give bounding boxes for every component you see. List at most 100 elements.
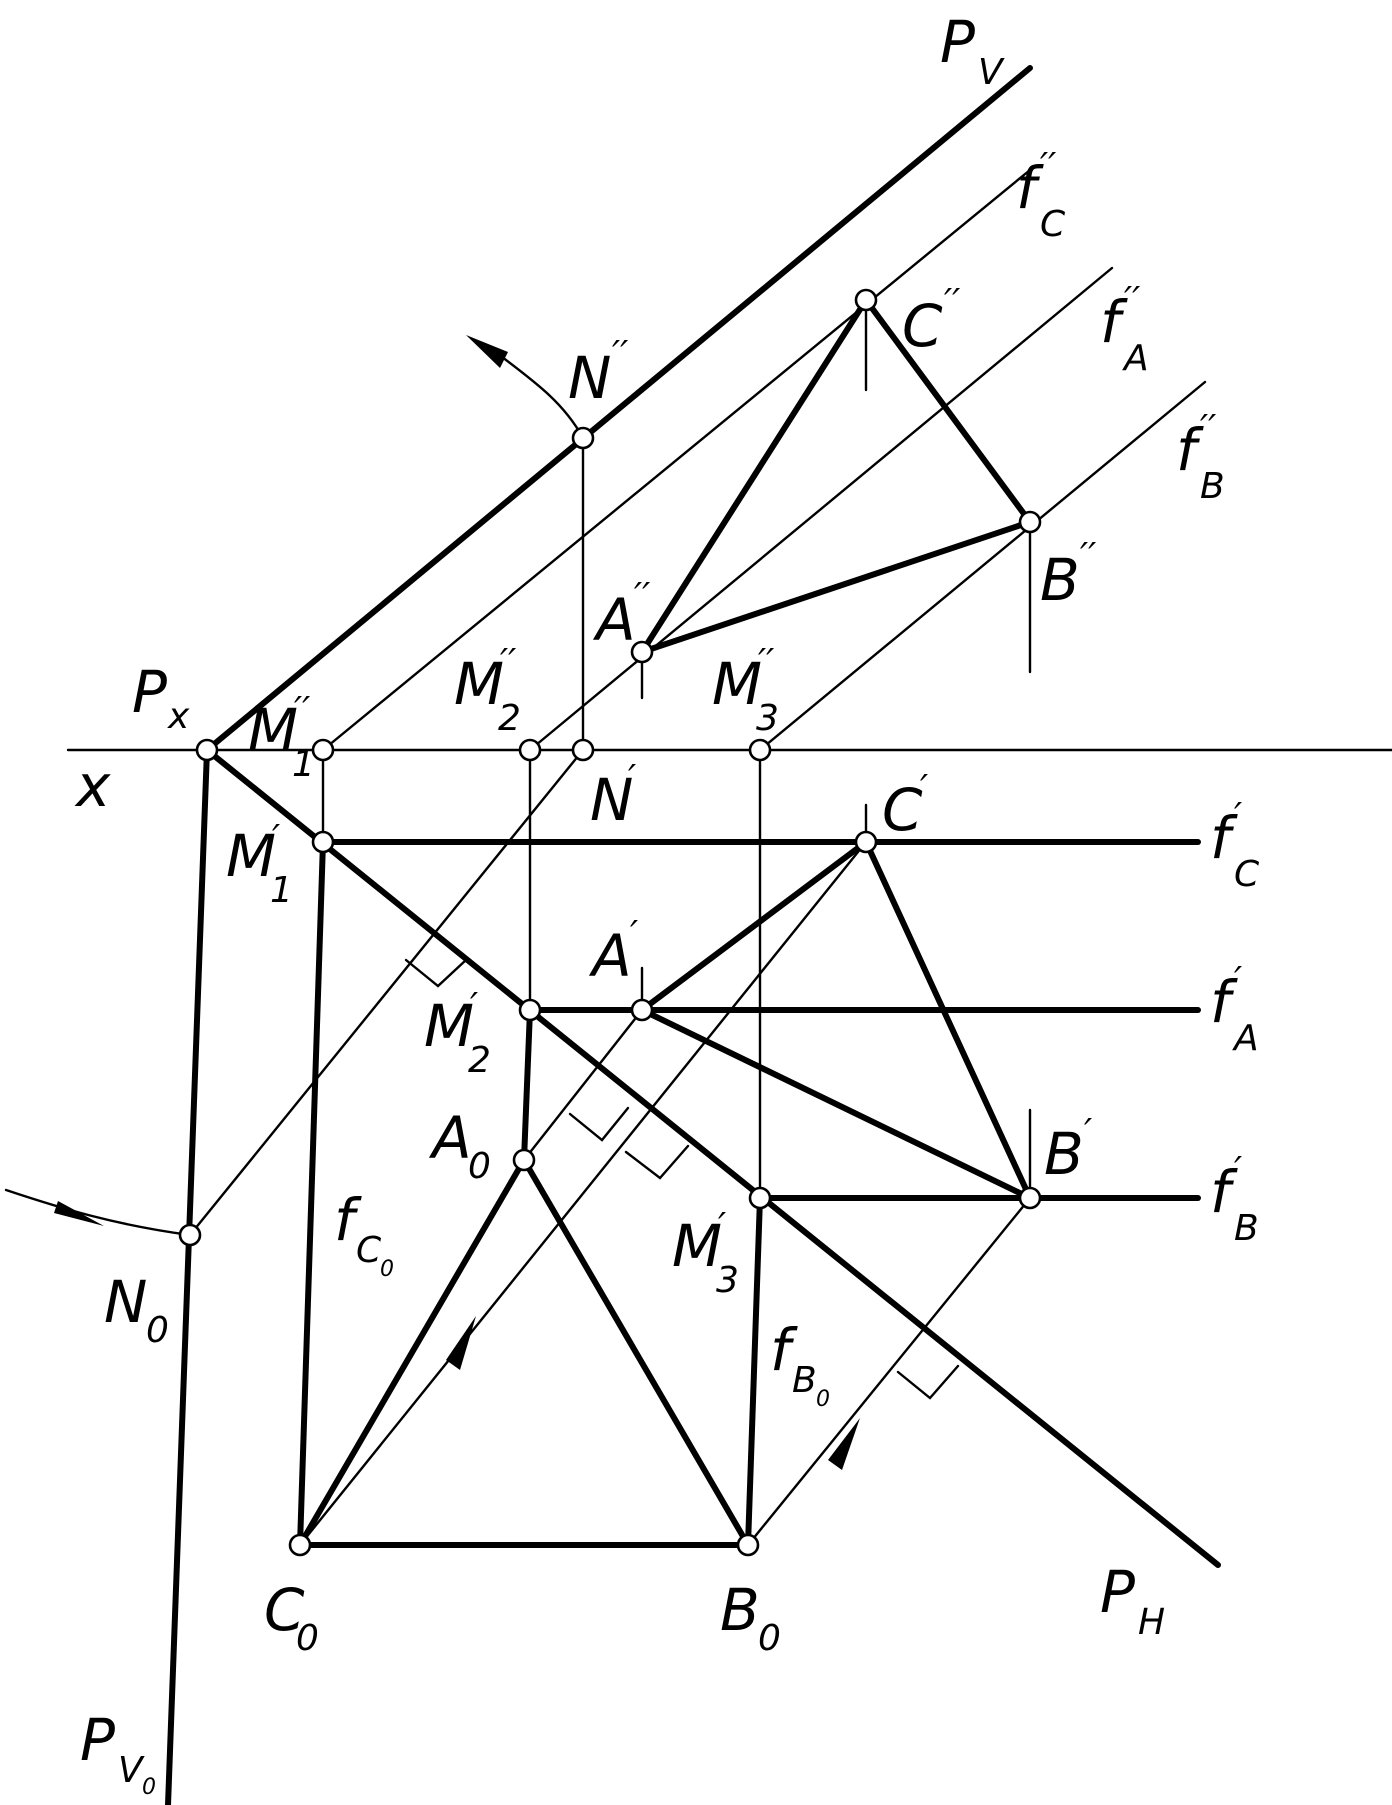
point-n-vertical[interactable] [571, 426, 595, 450]
svg-text:A: A [428, 1104, 472, 1172]
point-a-horizontal[interactable] [630, 998, 654, 1022]
label-fa-vertical: f ′′ A [1100, 280, 1149, 379]
svg-text:B: B [792, 1360, 817, 1401]
label-b-horizontal: B ′ [1044, 1112, 1092, 1188]
svg-text:A: A [1122, 338, 1149, 379]
label-fa-horizontal: f ′ A [1210, 960, 1259, 1059]
svg-text:M: M [248, 696, 298, 764]
svg-text:N: N [590, 766, 633, 834]
point-m3-vertical[interactable] [748, 738, 772, 762]
point-b0[interactable] [736, 1533, 760, 1557]
label-a0: A 0 [428, 1104, 491, 1187]
svg-text:C: C [1234, 854, 1260, 895]
label-c-vertical: C ′′ [902, 282, 960, 360]
svg-text:0: 0 [758, 1618, 781, 1659]
label-pv0: P V 0 [80, 1706, 156, 1800]
svg-text:V: V [118, 1750, 145, 1791]
point-m1-horizontal[interactable] [311, 830, 335, 854]
label-a-horizontal: A ′ [588, 914, 638, 990]
svg-text:0: 0 [380, 1257, 394, 1282]
svg-text:A: A [592, 586, 636, 654]
point-c0[interactable] [288, 1533, 312, 1557]
svg-text:N: N [104, 1268, 147, 1336]
svg-text:0: 0 [296, 1618, 319, 1659]
label-m3-horizontal: M 3 ′ [672, 1206, 739, 1301]
point-n-horizontal[interactable] [571, 738, 595, 762]
svg-text:0: 0 [816, 1387, 830, 1412]
point-m1-vertical[interactable] [311, 738, 335, 762]
trace-pv [204, 65, 1033, 753]
label-c0: C 0 [264, 1576, 319, 1659]
label-px: P x [132, 658, 190, 737]
svg-text:P: P [80, 1706, 115, 1774]
svg-text:′′: ′′ [1200, 408, 1216, 449]
label-m1-horizontal: M 1 ′ [226, 818, 293, 911]
svg-text:0: 0 [468, 1146, 491, 1187]
point-n0[interactable] [178, 1223, 202, 1247]
svg-text:P: P [940, 8, 975, 76]
svg-text:P: P [132, 658, 167, 726]
point-b-horizontal[interactable] [1018, 1186, 1042, 1210]
svg-text:′: ′ [718, 1206, 726, 1247]
svg-text:C: C [902, 292, 943, 360]
label-pv: P V [940, 8, 1005, 93]
svg-text:M: M [454, 650, 504, 718]
label-b0: B 0 [720, 1576, 781, 1659]
frontal-fa-vertical [528, 266, 1114, 752]
label-m3-vertical: M 3 ′′ [712, 642, 779, 739]
frontal-fb-vertical [758, 380, 1207, 752]
svg-text:′: ′ [470, 986, 478, 1027]
label-n0: N 0 [104, 1268, 169, 1351]
svg-text:′′: ′′ [1080, 536, 1096, 577]
svg-text:M: M [672, 1212, 722, 1280]
svg-text:C: C [1040, 204, 1066, 245]
svg-text:H: H [1138, 1602, 1165, 1643]
svg-text:′′: ′′ [294, 690, 310, 731]
svg-text:A: A [1232, 1018, 1259, 1059]
svg-text:′′: ′′ [1040, 146, 1056, 187]
right-angle-mark-2 [568, 1106, 630, 1142]
svg-text:M: M [712, 650, 762, 718]
point-c-vertical[interactable] [854, 288, 878, 312]
direction-arrowhead-b [828, 1418, 860, 1470]
rotation-path-b [746, 1196, 1032, 1547]
svg-text:C: C [264, 1576, 305, 1644]
label-x-axis: x [74, 752, 111, 820]
svg-text:2: 2 [468, 1040, 491, 1081]
svg-text:C: C [882, 776, 923, 844]
svg-text:B: B [1040, 546, 1080, 614]
svg-text:1: 1 [270, 870, 293, 911]
point-px[interactable] [195, 738, 219, 762]
rotation-arrow-n0 [4, 1188, 192, 1237]
triangle-horizontal-projection [636, 837, 1037, 1205]
point-a0[interactable] [512, 1148, 536, 1172]
svg-text:M: M [226, 822, 276, 890]
point-m2-horizontal[interactable] [518, 998, 542, 1022]
right-angle-mark-3 [624, 1144, 690, 1180]
svg-text:N: N [568, 344, 611, 412]
label-fc0: f C 0 [334, 1186, 394, 1282]
label-fb-vertical: f ′′ B [1176, 408, 1225, 507]
svg-text:V: V [978, 52, 1005, 93]
triangle-vertical-projection [634, 294, 1035, 658]
frontal-fc-vertical [321, 168, 1032, 752]
rotation-arrowhead-n0 [54, 1201, 104, 1226]
svg-text:′: ′ [920, 768, 928, 809]
label-fc-horizontal: f ′ C [1210, 796, 1260, 895]
svg-text:3: 3 [756, 698, 779, 739]
svg-text:′: ′ [628, 758, 636, 799]
point-b-vertical[interactable] [1018, 510, 1042, 534]
point-m3-horizontal[interactable] [748, 1186, 772, 1210]
rotation-arrow-n2 [488, 346, 585, 440]
svg-text:′: ′ [630, 914, 638, 955]
point-m2-vertical[interactable] [518, 738, 542, 762]
rotation-path-n [188, 748, 585, 1237]
label-fb0: f B 0 [770, 1316, 830, 1412]
point-c-horizontal[interactable] [854, 830, 878, 854]
svg-text:C: C [356, 1230, 382, 1271]
frontal-fc0 [297, 839, 326, 1548]
point-a-vertical[interactable] [630, 640, 654, 664]
svg-text:′: ′ [272, 818, 280, 859]
